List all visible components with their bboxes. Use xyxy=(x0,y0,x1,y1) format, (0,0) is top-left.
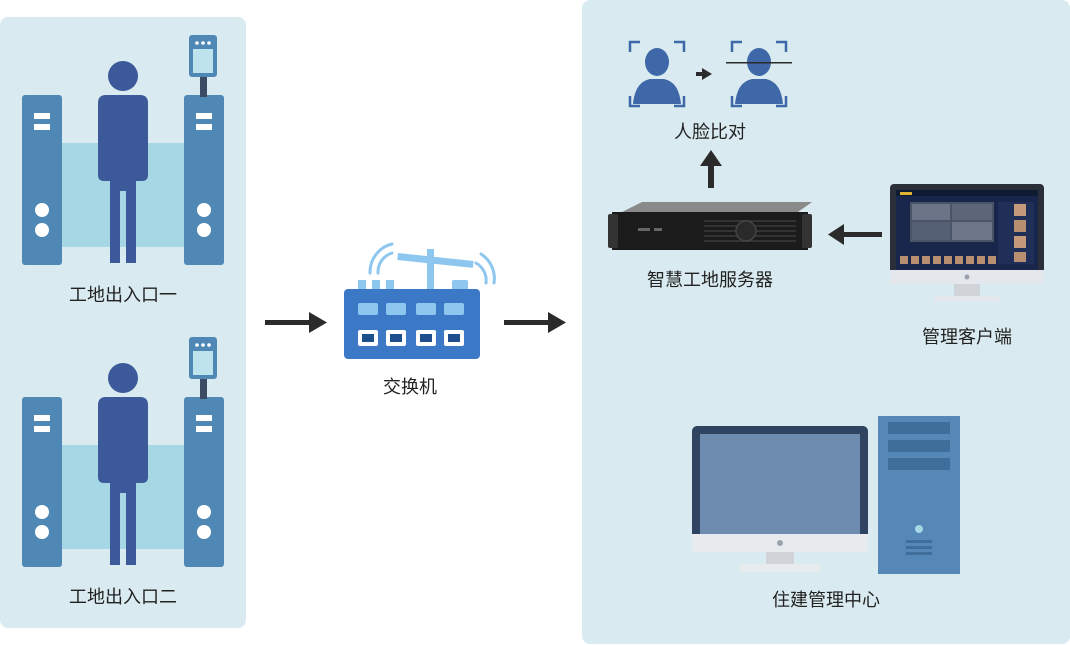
arrow-left-icon xyxy=(828,224,882,245)
face-compare-label: 人脸比对 xyxy=(674,122,746,143)
gate2-label: 工地出入口二 xyxy=(69,587,177,608)
network-switch-icon xyxy=(344,242,496,359)
center-label: 住建管理中心 xyxy=(772,590,880,611)
desktop-computer-icon xyxy=(692,416,960,574)
client-label: 管理客户端 xyxy=(922,327,1012,348)
arrow-right-icon-1 xyxy=(265,312,327,333)
gate1-label: 工地出入口一 xyxy=(69,285,177,306)
turnstile-gate-icon-1 xyxy=(22,35,224,265)
turnstile-gate-icon-2 xyxy=(22,337,224,567)
switch-label: 交换机 xyxy=(383,377,437,398)
face-compare-icon xyxy=(628,40,792,108)
client-monitor-icon xyxy=(890,184,1044,302)
server-label: 智慧工地服务器 xyxy=(647,270,773,291)
arrow-right-icon-2 xyxy=(504,312,566,333)
arrow-up-icon xyxy=(700,150,722,188)
rack-server-icon xyxy=(608,202,812,250)
